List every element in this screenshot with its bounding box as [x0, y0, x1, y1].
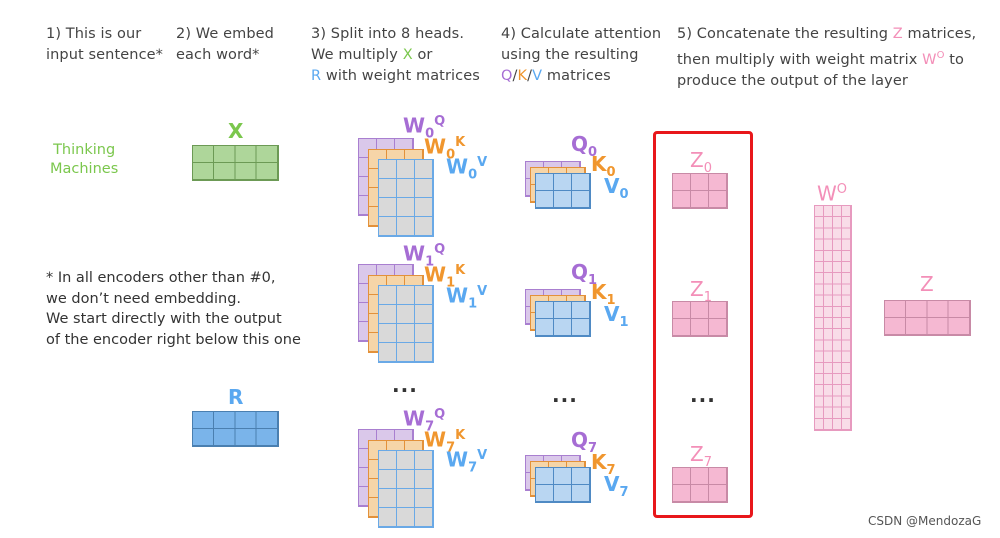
watermark: CSDN @MendozaG	[868, 514, 982, 528]
ellipsis-weights: ...	[392, 373, 418, 397]
k-label-head-7: K7	[591, 450, 616, 478]
z-matrix-head-7	[672, 467, 728, 503]
k-label-head-0: K0	[591, 152, 616, 180]
wk-label-head-0: W0K	[424, 134, 466, 163]
step-3-text: 3) Split into 8 heads. We multiply X or …	[311, 26, 480, 84]
v-label-head-7: V7	[604, 472, 629, 500]
z-label-head-7: Z7	[690, 442, 712, 470]
wq-label-head-1: W1Q	[403, 241, 446, 270]
wk-label-head-1: W1K	[424, 262, 466, 291]
input-word: Machines	[50, 161, 119, 177]
wv-matrix	[378, 450, 434, 528]
input-word: Thinking	[53, 142, 116, 158]
wo-matrix	[814, 205, 852, 431]
step-2-text: 2) We embed each word*	[176, 26, 274, 63]
wk-label-head-7: W7K	[424, 427, 466, 456]
z-output-label: Z	[920, 272, 934, 296]
v-matrix	[535, 301, 591, 337]
v-label-head-0: V0	[604, 174, 629, 202]
wv-matrix	[378, 285, 434, 363]
x-label: X	[228, 119, 244, 143]
step-1-text: 1) This is our input sentence*	[46, 26, 164, 63]
wq-label-head-0: W0Q	[403, 113, 446, 142]
wv-label-head-7: W7V	[446, 447, 488, 476]
z-matrix-head-0	[672, 173, 728, 209]
encoder-note: * In all encoders other than #0, we don’…	[46, 270, 301, 348]
x-matrix	[192, 145, 279, 181]
q-label-head-0: Q0	[571, 132, 598, 160]
wq-label-head-7: W7Q	[403, 406, 446, 435]
r-matrix	[192, 411, 279, 447]
k-label-head-1: K1	[591, 280, 616, 308]
ellipsis-z: ...	[690, 383, 716, 407]
z-label-head-1: Z1	[690, 277, 712, 305]
z-highlight-box	[653, 131, 753, 518]
wv-label-head-1: W1V	[446, 283, 488, 312]
z-matrix-head-1	[672, 301, 728, 337]
v-matrix	[535, 467, 591, 503]
wo-label: WO	[817, 181, 848, 206]
ellipsis-qkv: ...	[552, 383, 578, 407]
wv-label-head-0: W0V	[446, 154, 488, 183]
input-sentence: Thinking Machines	[50, 141, 118, 179]
z-output-matrix	[884, 300, 971, 336]
r-label: R	[228, 385, 244, 409]
q-label-head-7: Q7	[571, 428, 598, 456]
wv-matrix	[378, 159, 434, 237]
step-4-text: 4) Calculate attention using the resulti…	[501, 26, 662, 84]
v-matrix	[535, 173, 591, 209]
z-label-head-0: Z0	[690, 148, 712, 176]
v-label-head-1: V1	[604, 302, 629, 330]
step-5-text: 5) Concatenate the resulting Z matrices,…	[677, 26, 977, 89]
q-label-head-1: Q1	[571, 260, 598, 288]
